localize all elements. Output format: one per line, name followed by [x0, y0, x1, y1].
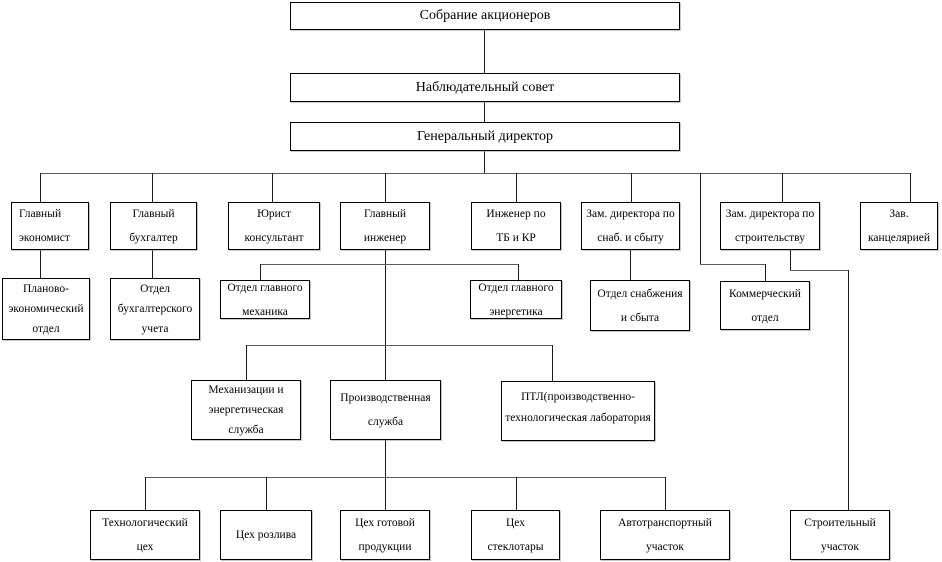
- connector-segment: [484, 30, 485, 73]
- org-node-chief-accountant[interactable]: Главный бухгалтер: [110, 202, 197, 250]
- connector-segment: [246, 345, 552, 346]
- connector-segment: [631, 173, 632, 202]
- org-node-shareholders-meeting[interactable]: Собрание акционеров: [290, 2, 680, 30]
- org-node-supply-sales-dept[interactable]: Отдел снабжения и сбыта: [590, 280, 690, 331]
- org-node-mechanization-power-service[interactable]: Механизации и энергетическая служба: [191, 380, 301, 440]
- org-node-label: Автотранспортный участок: [618, 517, 712, 553]
- connector-segment: [765, 264, 766, 281]
- org-node-motor-transport-section[interactable]: Автотранспортный участок: [600, 510, 730, 560]
- org-node-label: Механизации и энергетическая служба: [208, 384, 284, 436]
- org-node-supervisory-board[interactable]: Наблюдательный совет: [290, 73, 680, 102]
- connector-segment: [700, 264, 766, 265]
- org-node-label: Наблюдательный совет: [415, 79, 555, 95]
- connector-segment: [516, 477, 517, 510]
- connector-segment: [260, 264, 518, 265]
- connector-segment: [40, 173, 41, 202]
- org-node-chief-economist[interactable]: Главный экономист: [11, 202, 89, 250]
- org-node-label: Зав. канцелярией: [867, 208, 931, 244]
- org-node-finished-goods-shop[interactable]: Цех готовой продукции: [340, 510, 430, 560]
- connector-segment: [516, 173, 517, 202]
- org-node-label: Технологический цех: [102, 517, 188, 553]
- org-node-ptl-laboratory[interactable]: ПТЛ(производственно- технологическая лаб…: [501, 381, 655, 441]
- org-node-general-director[interactable]: Генеральный директор: [290, 122, 680, 151]
- connector-segment: [700, 173, 701, 265]
- org-node-label: Производственная служба: [340, 392, 431, 428]
- org-node-office-manager[interactable]: Зав. канцелярией: [860, 202, 938, 250]
- org-node-production-service[interactable]: Производственная служба: [330, 380, 441, 440]
- connector-segment: [40, 250, 41, 278]
- org-node-technological-shop[interactable]: Технологический цех: [90, 510, 200, 560]
- org-node-label: Зам. директора по снаб. и сбыту: [586, 208, 675, 244]
- org-node-safety-engineer[interactable]: Инженер по ТБ и КР: [471, 202, 561, 250]
- org-node-label: ПТЛ(производственно- технологическая лаб…: [505, 391, 651, 424]
- connector-segment: [266, 477, 267, 510]
- org-node-label: Главный инженер: [363, 208, 407, 244]
- connector-segment: [518, 264, 519, 280]
- org-node-legal-counsel[interactable]: Юрист консультант: [228, 202, 320, 250]
- org-node-construction-section[interactable]: Строительный участок: [790, 510, 890, 560]
- org-node-label: Собрание акционеров: [419, 8, 551, 23]
- connector-segment: [848, 270, 849, 510]
- connector-segment: [484, 151, 485, 173]
- org-node-label: Цех розлива: [235, 529, 297, 541]
- org-node-label: Инженер по ТБ и КР: [486, 208, 546, 244]
- connector-segment: [145, 477, 665, 478]
- connector-segment: [272, 173, 273, 202]
- org-node-label: Главный бухгалтер: [129, 208, 178, 244]
- org-node-label: Коммерческий отдел: [729, 287, 801, 324]
- connector-segment: [385, 173, 386, 202]
- org-node-label: Цех готовой продукции: [355, 517, 415, 553]
- org-node-deputy-director-construction[interactable]: Зам. директора по строительству: [720, 202, 820, 250]
- connector-segment: [782, 173, 783, 202]
- org-node-bottling-shop[interactable]: Цех розлива: [220, 510, 312, 560]
- connector-segment: [40, 173, 910, 174]
- connector-segment: [790, 250, 791, 270]
- org-node-label: Зам. директора по строительству: [725, 208, 815, 244]
- org-node-accounting-dept[interactable]: Отдел бухгалтерского учета: [110, 278, 200, 340]
- connector-segment: [152, 173, 153, 202]
- org-node-glass-container-shop[interactable]: Цех стеклотары: [471, 510, 560, 560]
- connector-segment: [260, 264, 261, 280]
- org-node-label: Строительный участок: [804, 517, 876, 553]
- connector-segment: [152, 250, 153, 278]
- connector-segment: [484, 102, 485, 122]
- org-node-label: Главный экономист: [19, 208, 70, 244]
- connector-segment: [665, 477, 666, 510]
- connector-segment: [910, 173, 911, 202]
- org-node-commercial-dept[interactable]: Коммерческий отдел: [720, 281, 810, 330]
- org-node-label: Отдел снабжения и сбыта: [597, 287, 683, 324]
- org-node-chief-mechanic-dept[interactable]: Отдел главного механика: [220, 280, 310, 319]
- org-node-label: Генеральный директор: [417, 128, 553, 144]
- org-node-label: Цех стеклотары: [487, 517, 544, 553]
- connector-segment: [385, 477, 386, 510]
- org-node-label: Отдел главного механика: [227, 281, 303, 318]
- org-node-chief-power-dept[interactable]: Отдел главного энергетика: [470, 280, 562, 319]
- org-node-label: Юрист консультант: [244, 208, 304, 244]
- connector-segment: [385, 250, 386, 380]
- connector-segment: [246, 345, 247, 380]
- connector-segment: [630, 250, 631, 280]
- connector-segment: [145, 477, 146, 510]
- org-node-planning-economic-dept[interactable]: Планово- экономический отдел: [2, 278, 90, 340]
- org-node-deputy-director-supply[interactable]: Зам. директора по снаб. и сбыту: [581, 202, 680, 250]
- org-node-label: Отдел бухгалтерского учета: [117, 283, 193, 335]
- connector-segment: [790, 270, 848, 271]
- org-node-label: Отдел главного энергетика: [478, 281, 554, 318]
- org-node-chief-engineer[interactable]: Главный инженер: [340, 202, 430, 250]
- org-node-label: Планово- экономический отдел: [8, 283, 84, 335]
- connector-segment: [385, 440, 386, 477]
- connector-segment: [552, 345, 553, 381]
